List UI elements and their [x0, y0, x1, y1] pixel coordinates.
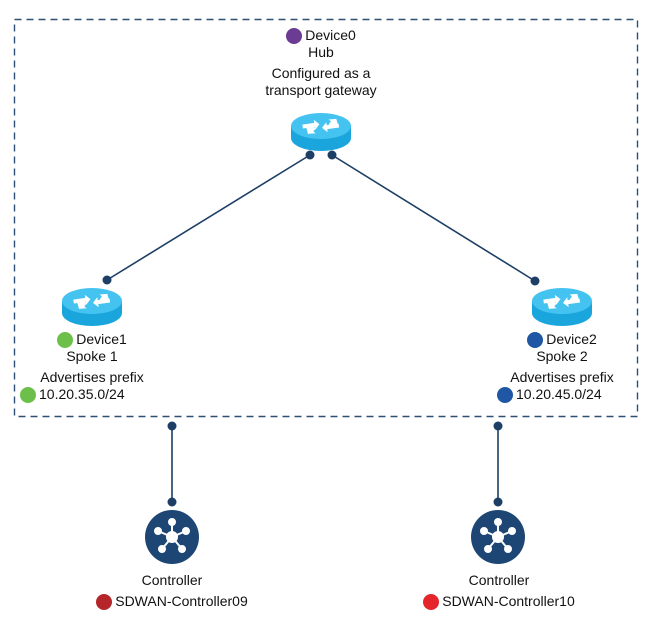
- controller09-type: Controller: [141, 572, 203, 588]
- spoke1-status-dot: [57, 331, 74, 348]
- spoke1-router-icon[interactable]: [62, 288, 122, 326]
- controller09-label: Controller SDWAN-Controller09: [72, 572, 272, 610]
- hub-name: Device0: [305, 27, 356, 43]
- spoke2-note: Advertises prefix: [510, 369, 614, 385]
- spoke1-label: Device1 Spoke 1 Advertises prefix 10.20.…: [20, 331, 164, 403]
- spoke2-prefix-dot: [497, 386, 513, 403]
- controller10-label: Controller SDWAN-Controller10: [399, 572, 599, 610]
- controller10-icon[interactable]: [470, 509, 526, 565]
- site-boundary: [13, 18, 639, 418]
- spoke2-label: Device2 Spoke 2 Advertises prefix 10.20.…: [497, 331, 627, 403]
- hub-router-icon[interactable]: [291, 113, 351, 151]
- port-dot: [327, 150, 337, 160]
- spoke2-status-dot: [527, 331, 544, 348]
- hub-note-line2: transport gateway: [265, 82, 377, 98]
- controller09-name: SDWAN-Controller09: [115, 593, 248, 609]
- spoke1-name-row: Device1: [20, 331, 164, 348]
- spoke1-prefix: 10.20.35.0/24: [39, 386, 125, 402]
- spoke2-role: Spoke 2: [536, 348, 588, 364]
- controller10-name-row: SDWAN-Controller10: [399, 593, 599, 610]
- spoke2-prefix-row: 10.20.45.0/24: [497, 386, 627, 403]
- spoke2-name: Device2: [546, 331, 597, 347]
- spoke2-prefix: 10.20.45.0/24: [516, 386, 602, 402]
- spoke1-prefix-row: 10.20.35.0/24: [20, 386, 164, 403]
- spoke2-router-icon[interactable]: [532, 288, 592, 326]
- controller09-icon[interactable]: [144, 509, 200, 565]
- hub-role: Hub: [308, 44, 334, 60]
- controller09-status-dot: [96, 593, 113, 610]
- controller10-name: SDWAN-Controller10: [442, 593, 575, 609]
- hub-name-row: Device0: [221, 27, 421, 44]
- port-dot: [305, 150, 315, 160]
- port-dot: [530, 276, 540, 286]
- spoke1-prefix-dot: [20, 386, 36, 403]
- port-dot: [493, 421, 503, 431]
- spoke1-name: Device1: [76, 331, 127, 347]
- controller09-name-row: SDWAN-Controller09: [72, 593, 272, 610]
- hub-status-dot: [286, 27, 303, 44]
- hub-label: Device0 Hub Configured as a transport ga…: [221, 27, 421, 99]
- spoke1-note: Advertises prefix: [40, 369, 144, 385]
- port-dot: [167, 421, 177, 431]
- port-dot: [102, 275, 112, 285]
- controller10-type: Controller: [468, 572, 530, 588]
- link-hub-spoke1: [106, 154, 311, 281]
- link-hub-spoke2: [331, 154, 536, 282]
- port-dot: [493, 497, 503, 507]
- spoke2-name-row: Device2: [497, 331, 627, 348]
- port-dot: [167, 497, 177, 507]
- hub-note-line1: Configured as a: [271, 65, 371, 81]
- controller10-status-dot: [423, 593, 440, 610]
- spoke1-role: Spoke 1: [66, 348, 118, 364]
